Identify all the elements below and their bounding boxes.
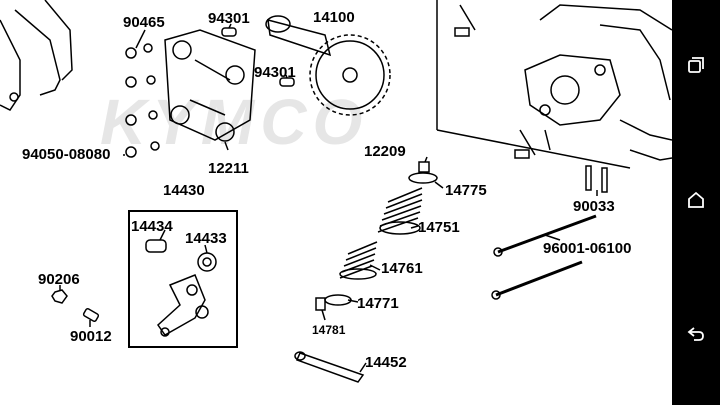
recents-button[interactable] — [672, 38, 720, 98]
label-14434: 14434 — [131, 218, 173, 235]
label-12211: 12211 — [208, 160, 249, 177]
washers-nuts-drawing — [125, 43, 160, 158]
label-14452: 14452 — [365, 354, 407, 371]
recents-icon — [686, 55, 706, 80]
android-nav-bar — [672, 0, 720, 405]
label-14781: 14781 — [312, 323, 346, 337]
rocker-box-frame — [128, 210, 238, 348]
back-icon — [686, 325, 706, 350]
label-90012: 90012 — [70, 328, 112, 345]
parts-diagram: KYMCO — [0, 0, 672, 383]
label-94301-a: 94301 — [208, 10, 250, 27]
nut-drawing — [51, 289, 68, 304]
home-icon — [686, 190, 706, 215]
spring-14751-drawing — [377, 187, 423, 235]
pin-14452-drawing — [294, 351, 365, 383]
label-96001-06100: 96001-06100 — [543, 240, 632, 257]
cylinder-head-drawing — [436, 0, 672, 169]
label-14751: 14751 — [418, 219, 460, 236]
label-12209: 12209 — [364, 143, 406, 160]
spring-14761-drawing — [339, 241, 378, 280]
seat-drawing — [324, 294, 352, 306]
label-14771: 14771 — [357, 295, 399, 312]
seal-drawing — [315, 297, 326, 311]
camshaft-drawing — [265, 15, 391, 116]
bolt-drawing — [82, 308, 100, 322]
label-94050-08080: 94050-08080 — [22, 146, 111, 163]
label-14100: 14100 — [313, 9, 355, 26]
label-14430: 14430 — [163, 182, 205, 199]
home-button[interactable] — [672, 173, 720, 233]
cotter-drawing — [418, 161, 430, 173]
label-14775: 14775 — [445, 182, 487, 199]
pin-94301-a — [221, 27, 237, 37]
rocker-holder-drawing — [164, 29, 256, 142]
label-14761: 14761 — [381, 260, 423, 277]
rocker-arm-drawing — [145, 239, 217, 337]
kymco-watermark: KYMCO — [100, 86, 369, 158]
label-90033: 90033 — [573, 198, 615, 215]
label-90206: 90206 — [38, 271, 80, 288]
label-94301-b: 94301 — [254, 64, 296, 81]
retainer-drawing — [408, 172, 438, 184]
diagram-drawing — [0, 0, 672, 383]
back-button[interactable] — [672, 308, 720, 368]
label-14433: 14433 — [185, 230, 227, 247]
cover-fragment — [0, 0, 73, 111]
label-90465: 90465 — [123, 14, 165, 31]
